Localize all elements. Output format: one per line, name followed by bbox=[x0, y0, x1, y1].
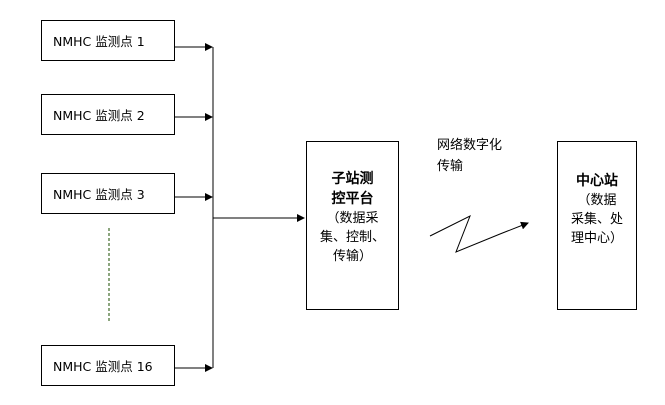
sensor-box-1: NMHC 监测点 1 bbox=[41, 20, 175, 61]
sensor-box-2: NMHC 监测点 2 bbox=[41, 94, 175, 135]
sensor-box-16: NMHC 监测点 16 bbox=[41, 345, 175, 386]
substation-platform-box: 子站测 控平台 （数据采 集、控制、 传输） bbox=[306, 141, 399, 310]
network-label-line2: 传输 bbox=[437, 159, 464, 174]
platform-title-line2: 控平台 bbox=[331, 191, 374, 207]
sensor-label: NMHC 监测点 2 bbox=[53, 108, 145, 123]
network-label-line1: 网络数字化 bbox=[437, 138, 503, 153]
sensor-box-3: NMHC 监测点 3 bbox=[41, 173, 175, 214]
sensor-label: NMHC 监测点 3 bbox=[53, 187, 145, 202]
central-station-box: 中心站 （数据 采集、处 理中心） bbox=[557, 141, 637, 310]
network-transmission-label: 网络数字化 传输 bbox=[437, 135, 537, 177]
center-desc-line1: （数据 bbox=[577, 193, 617, 208]
network-lightning-arrow bbox=[429, 214, 529, 253]
sensor-label: NMHC 监测点 16 bbox=[53, 359, 153, 374]
center-desc-line2: 采集、处 bbox=[570, 212, 623, 227]
platform-title-line1: 子站测 bbox=[331, 171, 374, 187]
sensor-label: NMHC 监测点 1 bbox=[53, 34, 145, 49]
center-title: 中心站 bbox=[576, 173, 618, 189]
center-desc-line3: 理中心） bbox=[570, 231, 623, 246]
platform-desc-line3: 传输） bbox=[332, 249, 372, 264]
platform-desc-line2: 集、控制、 bbox=[319, 230, 385, 245]
platform-desc-line1: （数据采 bbox=[326, 211, 379, 226]
